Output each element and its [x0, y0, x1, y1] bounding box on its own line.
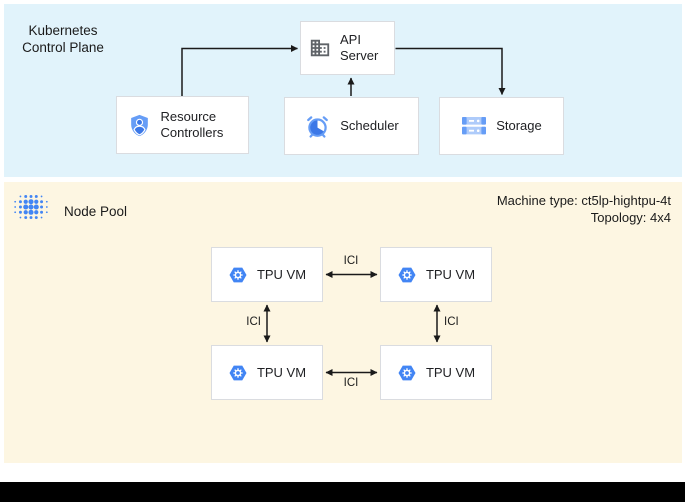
tpu-vm-node-top-right: TPU VM: [380, 247, 492, 302]
control-plane-title-line1: Kubernetes: [28, 23, 98, 38]
dot-cluster-icon: [14, 194, 48, 220]
node-pool-title: Node Pool: [64, 204, 128, 219]
scheduler-label: Scheduler: [340, 118, 399, 133]
tpu-vm-node-bottom-left: TPU VM: [211, 345, 323, 400]
hexagon-gear-icon: [398, 365, 416, 380]
api-server-label: API Server: [340, 32, 379, 63]
machine-type-text: Machine type: ct5lp-hightpu-4t: [496, 193, 671, 208]
alarm-clock-icon: [307, 115, 329, 138]
building-icon: [310, 39, 330, 57]
bottom-black-bar: [0, 482, 685, 502]
tpu-vm-label: TPU VM: [425, 266, 476, 282]
tpu-vm-label: TPU VM: [256, 364, 307, 380]
tpu-vm-label: TPU VM: [256, 266, 307, 282]
storage-node: Storage: [439, 97, 564, 155]
api-server-node: API Server: [300, 21, 395, 75]
control-plane-title: Kubernetes Control Plane: [8, 22, 118, 56]
storage-label: Storage: [496, 118, 542, 133]
tpu-vm-label: TPU VM: [425, 364, 476, 380]
hexagon-gear-icon: [229, 267, 247, 282]
hexagon-gear-icon: [229, 365, 247, 380]
hexagon-gear-icon: [398, 267, 416, 282]
ici-link-label-bottom: ICI: [343, 377, 359, 389]
node-pool-metadata: Machine type: ct5lp-hightpu-4t Topology:…: [497, 192, 671, 226]
resource-controllers-label: Resource Controllers: [160, 109, 224, 140]
topology-text: Topology: 4x4: [590, 210, 671, 225]
ici-link-label-top: ICI: [343, 255, 359, 267]
control-plane-title-line2: Control Plane: [22, 40, 104, 55]
tpu-vm-node-bottom-right: TPU VM: [380, 345, 492, 400]
node-pool-panel: [4, 182, 682, 463]
resource-controllers-node: Resource Controllers: [116, 96, 249, 154]
tpu-vm-node-top-left: TPU VM: [211, 247, 323, 302]
shield-user-icon: [130, 114, 148, 136]
ici-link-label-left: ICI: [246, 316, 261, 328]
storage-disks-icon: [462, 117, 487, 135]
ici-link-label-right: ICI: [444, 316, 459, 328]
scheduler-node: Scheduler: [284, 97, 419, 155]
